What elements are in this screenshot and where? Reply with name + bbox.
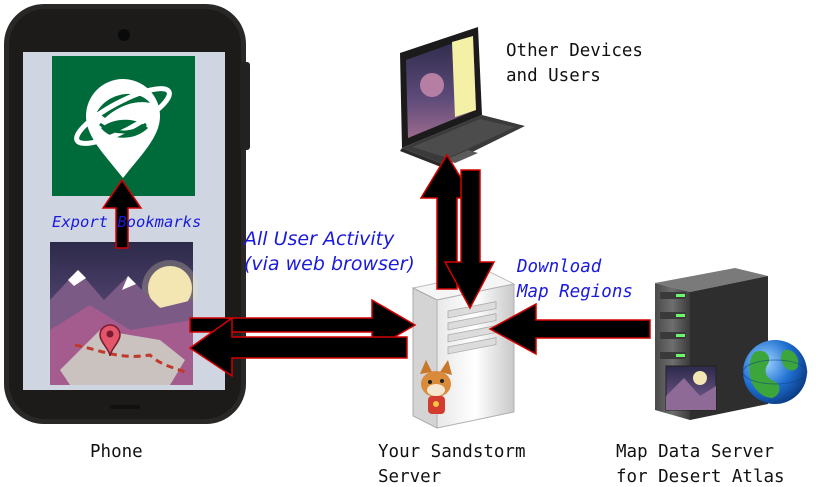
export-bookmarks-arrow — [101, 178, 143, 249]
map-thumbnail — [50, 242, 198, 385]
phone-label: Phone — [90, 442, 143, 462]
download-map-regions-arrow — [488, 302, 651, 356]
mapserver-label-line1: Map Data Server — [616, 442, 774, 462]
activity-label-line2: (via web browser) — [244, 253, 415, 275]
sandstorm-label-line1: Your Sandstorm — [378, 442, 526, 462]
export-bookmarks-label: Export Bookmarks — [52, 213, 201, 231]
rack-server-icon — [655, 268, 768, 420]
laptop-icon — [400, 27, 525, 169]
sandcat-icon — [420, 360, 452, 414]
sandstorm-label-line2: Server — [378, 467, 441, 487]
download-label-line2: Map Regions — [516, 282, 633, 302]
desert-atlas-logo-icon — [52, 56, 195, 196]
globe-icon — [742, 340, 808, 404]
devices-label-line2: and Users — [506, 66, 601, 86]
activity-arrow-left — [188, 316, 408, 378]
mapserver-label-line2: for Desert Atlas — [616, 467, 785, 487]
activity-label-line1: All User Activity — [242, 228, 395, 250]
devices-label-line1: Other Devices — [506, 41, 643, 61]
download-label-line1: Download — [516, 257, 602, 277]
devices-arrow-down — [443, 169, 496, 310]
